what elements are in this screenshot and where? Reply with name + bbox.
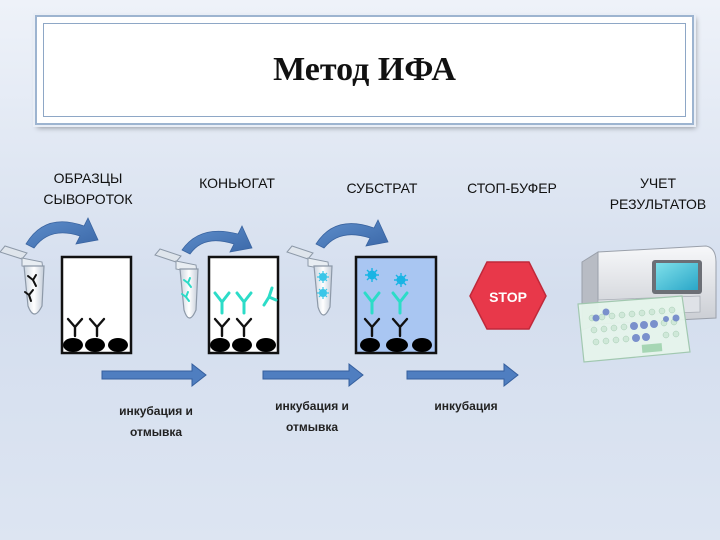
microplate <box>577 295 691 363</box>
incubation-arrow-2 <box>262 362 364 388</box>
title-frame: Метод ИФА <box>35 15 694 125</box>
pipette-tube-substrate <box>286 245 333 316</box>
incubation-arrow-1 <box>101 362 207 388</box>
stop-sign-label: STOP <box>489 289 527 305</box>
step-label-results: УЧЕТ РЕЗУЛЬТАТОВ <box>600 173 716 215</box>
step-label-samples-line1: ОБРАЗЦЫ <box>53 170 123 186</box>
pipette-tube-samples <box>0 245 45 315</box>
microwell-3 <box>354 255 438 355</box>
incubation-arrow-3 <box>406 362 519 388</box>
pipette-tube-conjugate <box>154 248 199 319</box>
step-label-conjugate: КОНЬЮГАТ <box>184 173 290 194</box>
incubation-note-2-line1: инкубация и <box>275 399 349 413</box>
incubation-note-3-line1: инкубация <box>434 399 498 413</box>
page-title: Метод ИФА <box>273 51 456 88</box>
incubation-note-3: инкубация <box>416 396 516 417</box>
step-label-stop-buffer-line1: СТОП-БУФЕР <box>467 180 557 196</box>
transfer-arrow-arc-3 <box>315 219 389 249</box>
incubation-note-2: инкубация и отмывка <box>260 396 364 438</box>
transfer-arrow-arc-2 <box>181 225 253 255</box>
step-label-substrate-line1: СУБСТРАТ <box>346 180 418 196</box>
title-inner-border: Метод ИФА <box>43 23 686 117</box>
incubation-note-1-line2: отмывка <box>129 425 183 439</box>
stop-sign: STOP <box>469 261 547 330</box>
transfer-arrow-arc-1 <box>25 217 99 249</box>
step-label-stop-buffer: СТОП-БУФЕР <box>456 178 568 199</box>
incubation-note-2-line2: отмывка <box>285 420 339 434</box>
step-label-samples-line2: СЫВОРОТОК <box>43 191 133 207</box>
step-label-conjugate-line1: КОНЬЮГАТ <box>199 175 275 191</box>
microwell-2 <box>207 255 280 355</box>
step-label-samples: ОБРАЗЦЫ СЫВОРОТОК <box>36 168 140 210</box>
step-label-results-line1: УЧЕТ <box>639 175 677 191</box>
step-label-substrate: СУБСТРАТ <box>334 178 430 199</box>
incubation-note-1: инкубация и отмывка <box>104 401 208 443</box>
step-label-results-line2: РЕЗУЛЬТАТОВ <box>609 196 707 212</box>
microwell-1 <box>60 255 133 355</box>
incubation-note-1-line1: инкубация и <box>119 404 193 418</box>
